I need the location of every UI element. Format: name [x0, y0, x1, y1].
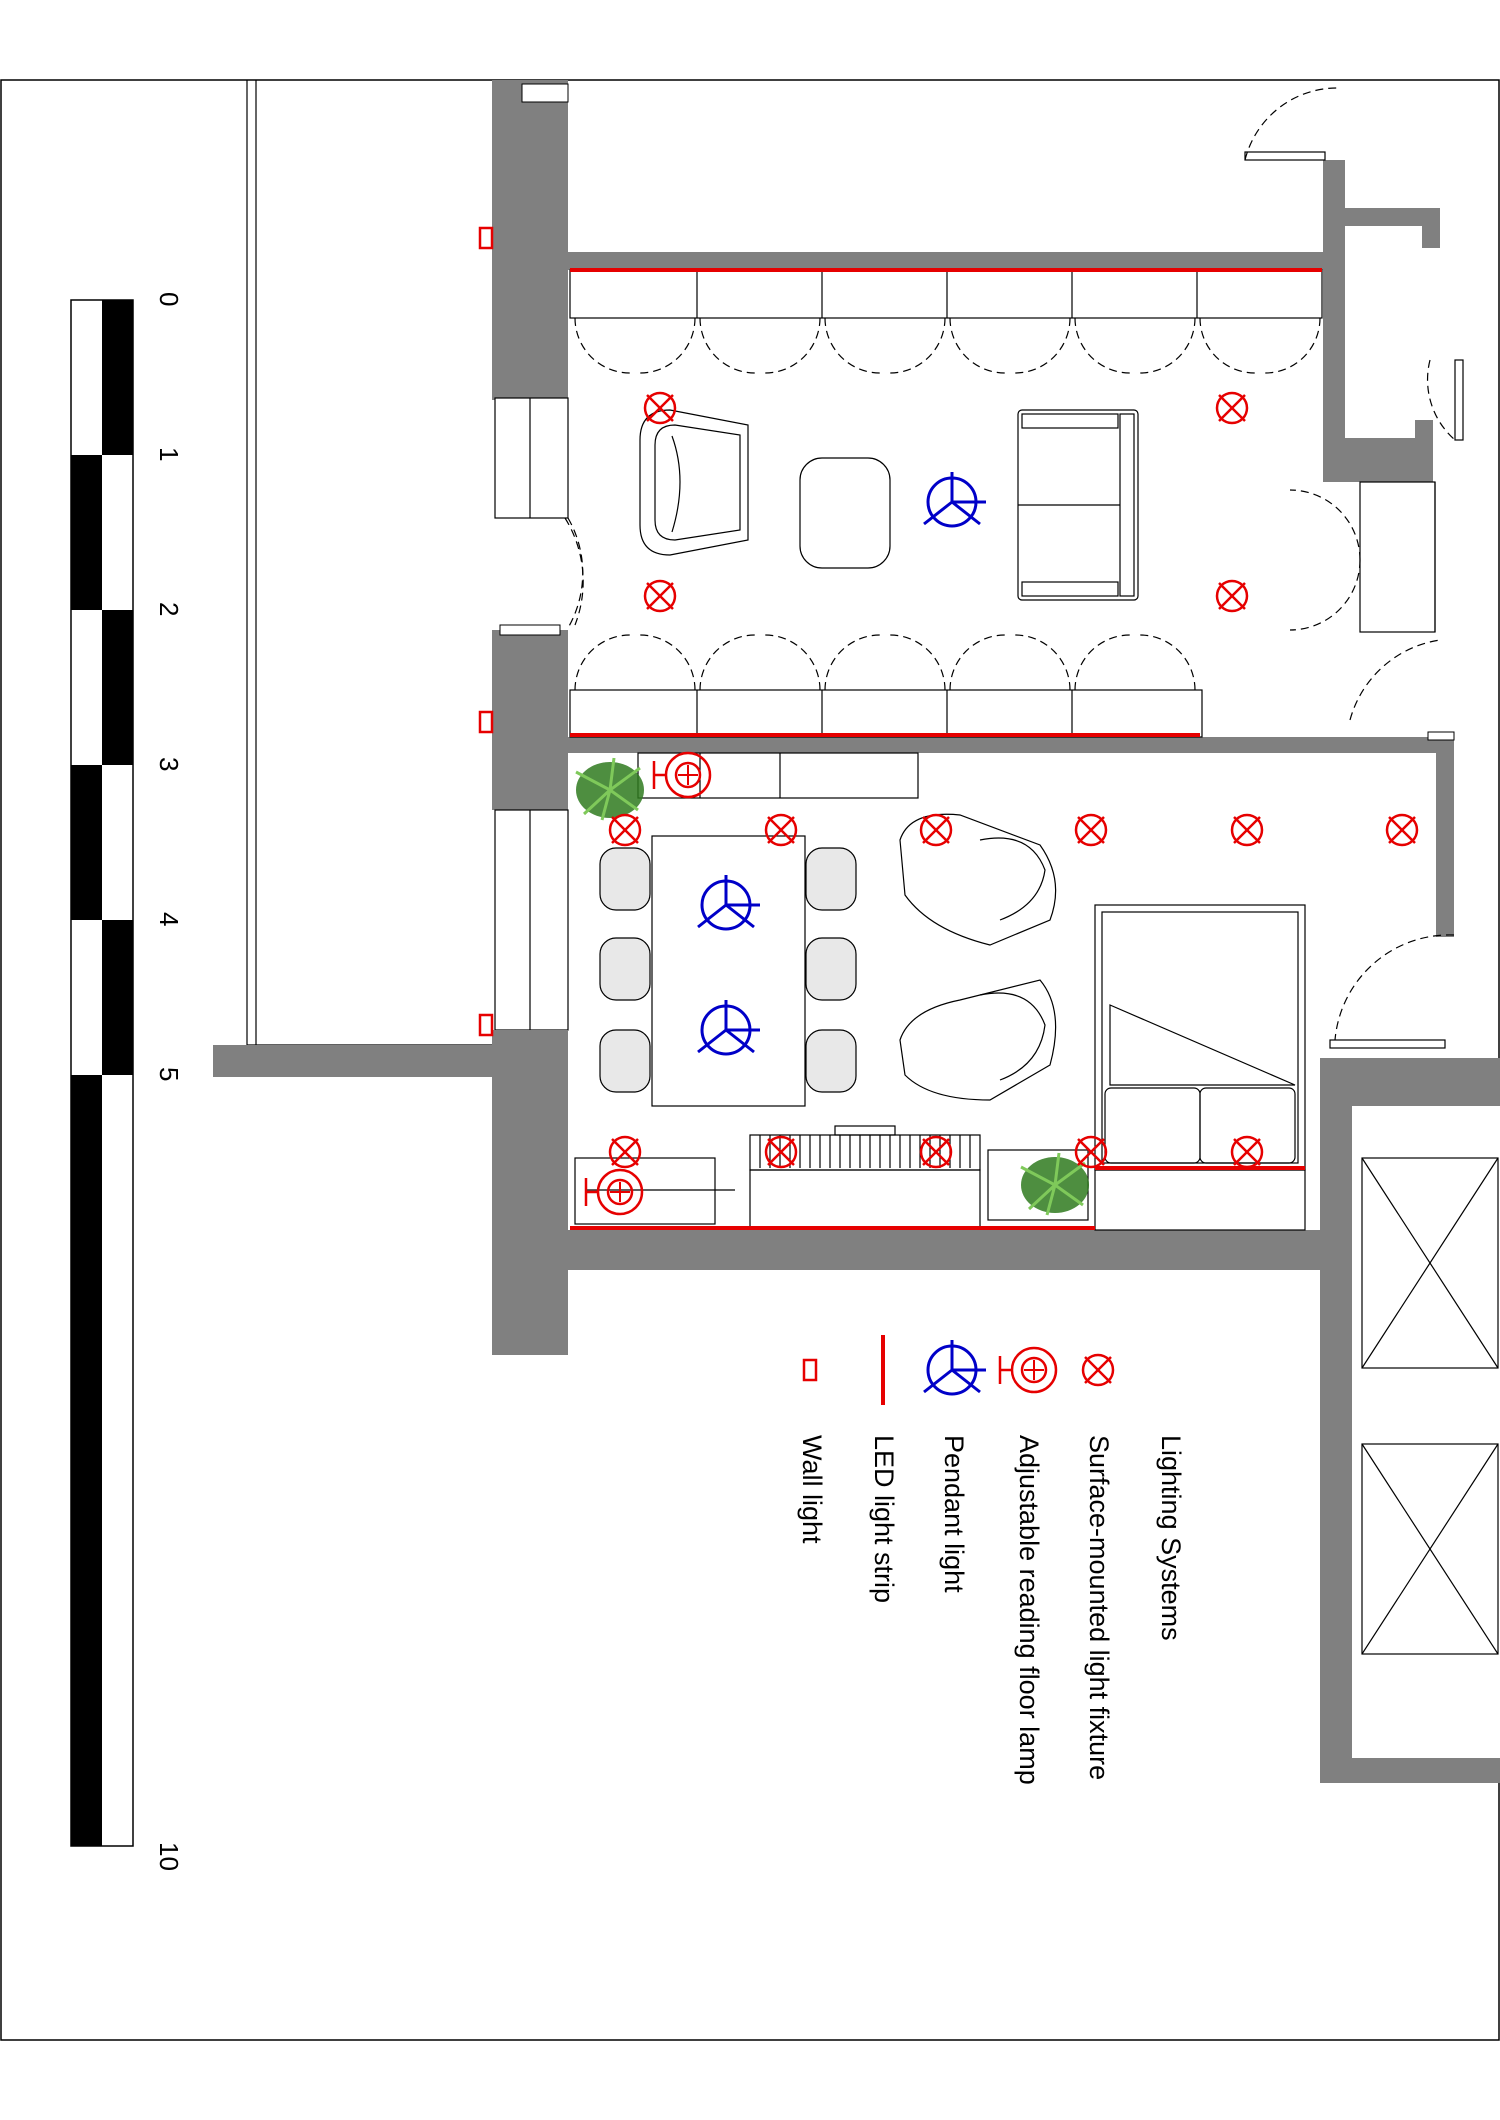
walls: [213, 80, 1500, 1783]
wall-lights: [478, 226, 494, 1037]
scale-bar-labels: 0 1 2 3 4 5 10: [154, 292, 184, 1871]
legend-wall-light-icon: [802, 1358, 818, 1382]
lower-room-furniture: [574, 752, 1306, 1231]
scale-tick-3: 3: [154, 757, 184, 771]
surface-lights: [608, 391, 1419, 1169]
pendant-light-icon: [696, 998, 762, 1056]
shafts: [1361, 1157, 1499, 1655]
scale-tick-2: 2: [154, 602, 184, 616]
scale-tick-10: 10: [154, 1842, 184, 1871]
surface-light-icon: [764, 813, 798, 847]
top-room-furniture: [639, 409, 1139, 601]
surface-light-icon: [1230, 813, 1264, 847]
wall-light-icon: [478, 1013, 494, 1037]
legend-pendant-light-icon: [922, 1338, 988, 1396]
surface-light-icon: [1215, 391, 1249, 425]
legend-label-wall: Wall light: [797, 1435, 827, 1544]
legend-label-surface: Surface-mounted light fixture: [1084, 1435, 1114, 1780]
floor-lamp-icon: [584, 1168, 644, 1216]
scale-tick-1: 1: [154, 447, 184, 461]
wall-light-icon: [478, 226, 494, 250]
surface-light-icon: [1074, 813, 1108, 847]
legend-label-floor-lamp: Adjustable reading floor lamp: [1014, 1435, 1044, 1785]
surface-light-icon: [919, 813, 953, 847]
scale-tick-0: 0: [154, 292, 184, 306]
surface-light-icon: [608, 1135, 642, 1169]
floor-lamp-icon: [652, 751, 712, 799]
top-room-doors: [564, 87, 1464, 1049]
surface-light-icon: [643, 579, 677, 613]
surface-light-icon: [1215, 579, 1249, 613]
legend: Lighting Systems Surface-mounted light f…: [797, 1335, 1186, 1785]
wall-light-icon: [478, 710, 494, 734]
surface-light-icon: [643, 391, 677, 425]
pendant-light-icon: [922, 470, 988, 528]
led-strips: [570, 268, 1322, 1230]
surface-light-icon: [608, 813, 642, 847]
legend-label-pendant: Pendant light: [939, 1435, 969, 1593]
scale-tick-4: 4: [154, 912, 184, 926]
legend-floor-lamp-icon: [998, 1346, 1058, 1394]
scale-tick-5: 5: [154, 1067, 184, 1081]
scale-bar: [70, 299, 134, 1847]
top-room-wardrobes: [569, 269, 1323, 738]
pendant-light-icon: [696, 873, 762, 931]
legend-title: Lighting Systems: [1156, 1435, 1186, 1641]
plant-icon: [574, 756, 646, 822]
legend-surface-light-icon: [1081, 1353, 1115, 1387]
legend-label-led: LED light strip: [869, 1435, 899, 1603]
surface-light-icon: [919, 1135, 953, 1169]
surface-light-icon: [1385, 813, 1419, 847]
balcony-railing: [246, 80, 492, 1046]
